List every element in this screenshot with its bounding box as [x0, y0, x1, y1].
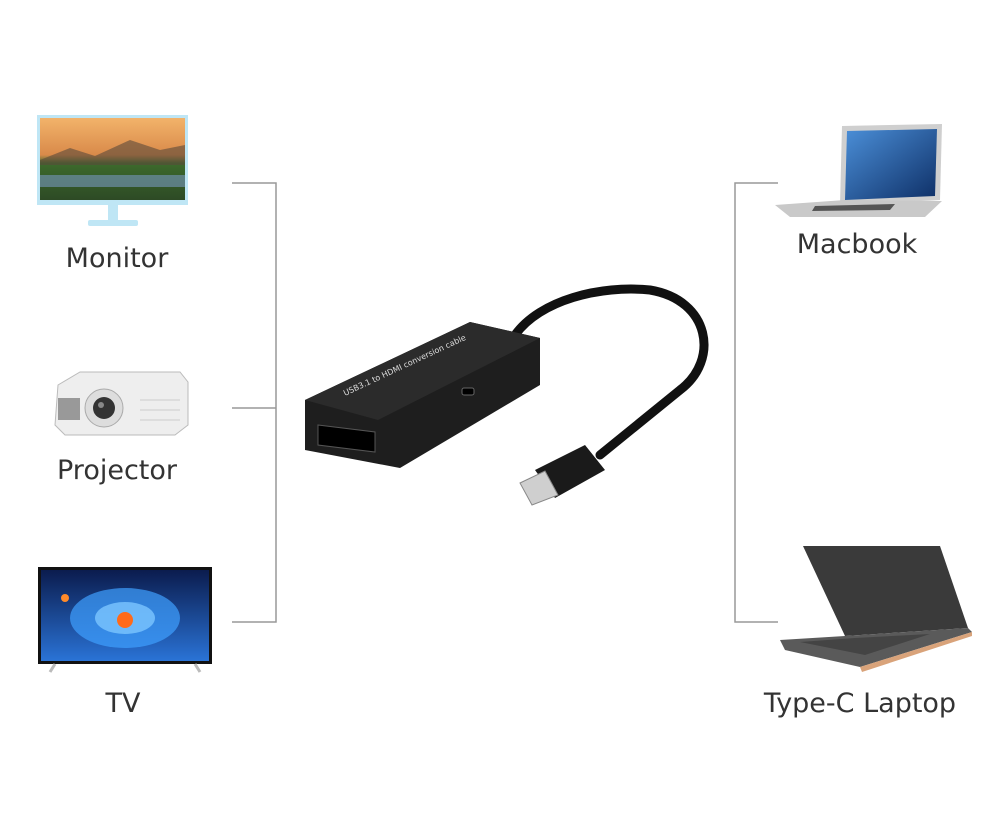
- type-c-laptop-label: Type-C Laptop: [763, 688, 957, 719]
- right-bracket: [734, 182, 778, 623]
- macbook-label: Macbook: [796, 229, 918, 260]
- tv-icon: [38, 567, 212, 673]
- projector-label: Projector: [57, 455, 177, 486]
- projector-icon: [54, 371, 189, 436]
- monitor-icon: [37, 115, 188, 226]
- macbook-icon: [775, 124, 942, 217]
- usb-c-to-hdmi-adapter: USB3.1 to HDMI conversion cable: [305, 284, 709, 506]
- monitor-label: Monitor: [65, 243, 169, 274]
- type-c-laptop-icon: [780, 546, 972, 672]
- tv-label: TV: [105, 688, 141, 719]
- left-bracket: [232, 182, 277, 623]
